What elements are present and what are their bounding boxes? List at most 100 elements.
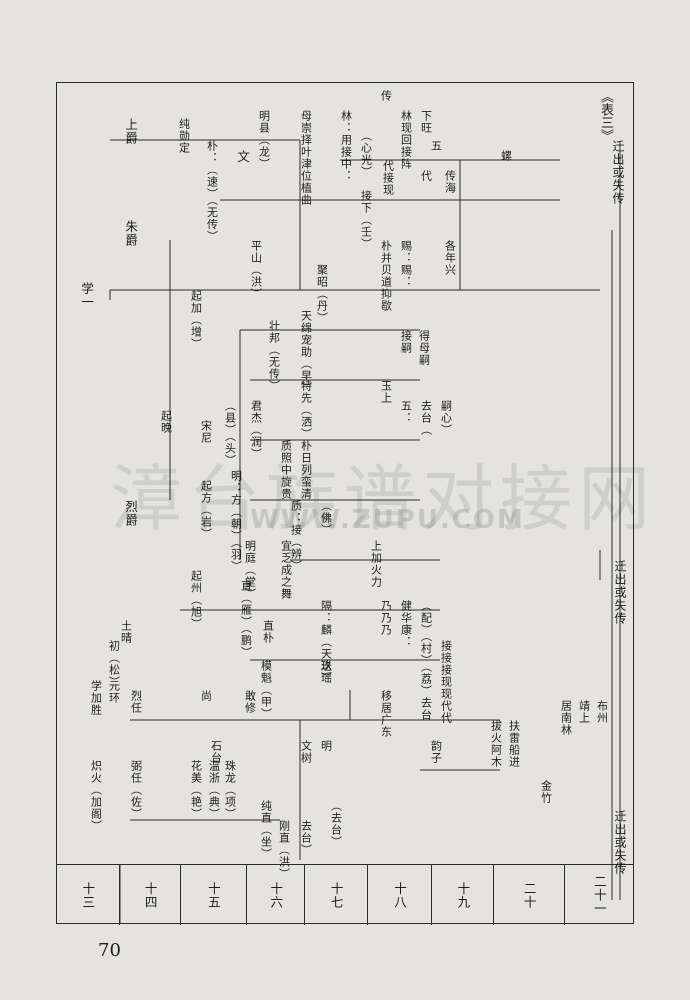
node: 明县（龙） — [257, 110, 271, 170]
migration-note: 迁出或失传 — [611, 140, 625, 205]
node: 玖瑶 — [319, 660, 333, 684]
node: 起州（旭） — [189, 570, 203, 630]
node: 金竹 — [539, 780, 553, 804]
node: 花美（艳） — [189, 760, 203, 820]
node: 烈爵 — [123, 500, 139, 527]
node: 嗣心） — [439, 400, 453, 436]
node: 文 — [235, 150, 251, 164]
node: 直朴 — [261, 620, 275, 644]
gen-cell: 十七 — [305, 865, 368, 925]
gen-label: 二十 — [521, 881, 537, 909]
page-number: 70 — [98, 940, 121, 961]
node: 拔火阿木 — [489, 720, 503, 768]
node: 温浙（典） — [207, 760, 221, 820]
gen-cell: 二十一 — [565, 865, 634, 925]
node: 扶雷船进 — [507, 720, 521, 768]
node: 接接接现现代代 — [439, 640, 453, 724]
node: （心光） — [359, 130, 373, 178]
node: 赐：赐： — [399, 240, 413, 288]
node: （县）（头） — [223, 400, 237, 467]
node: 朴日列蛮清 — [299, 440, 313, 500]
node: 平山（洪） — [249, 240, 263, 300]
node: 起晚 — [159, 410, 173, 434]
node: 布州 — [595, 700, 609, 724]
node: （佛） — [319, 500, 333, 536]
node: 五 — [429, 140, 443, 152]
node: 特先（洒） — [299, 380, 313, 440]
node: 朱爵 — [123, 220, 139, 247]
node: 靖上 — [577, 700, 591, 724]
node: 代 — [419, 170, 433, 182]
node: 炽火（加阁） — [89, 760, 103, 832]
node: 文树 — [299, 740, 313, 764]
node: 起加（增） — [189, 290, 203, 350]
node: 模魁（甲） — [259, 660, 273, 720]
node: （配）（村）（荔）去台 — [419, 600, 433, 721]
node: 尚 — [199, 690, 213, 702]
watermark-en: WWW.ZUPU.COM — [250, 505, 525, 535]
node: 乃乃乃 — [379, 600, 393, 636]
node: 纯直（坐） — [259, 800, 273, 860]
node: 宋尼 — [199, 420, 213, 444]
node: 上加火力 — [369, 540, 383, 588]
node: 接嗣 — [399, 330, 413, 354]
node: 朴：（速）（无传） — [205, 140, 219, 243]
genealogy-table-frame — [56, 82, 634, 924]
node: 朴并贝道抑歇 — [379, 240, 393, 312]
node: 石台 — [209, 740, 223, 764]
node: 质照中旋贵 — [279, 440, 293, 500]
gen-label: 二十一 — [591, 874, 607, 916]
node: 初（松） — [107, 640, 121, 688]
node: 纯勋定 — [177, 118, 191, 154]
node: 韵子 — [429, 740, 443, 764]
node: 聚昭（丹） — [315, 264, 329, 324]
node: 宜乏成之舞 — [279, 540, 293, 600]
node: 林现回接阵 — [399, 110, 413, 170]
node: 烈任 — [129, 690, 143, 714]
node: 起方（岩） — [199, 480, 213, 540]
generation-band: 十三 十四 十五 十六 十七 十八 十九 二十 二十一 — [56, 864, 634, 925]
node: 直（雁）（鹏） — [239, 580, 253, 659]
node: 隔：麟（天送） — [319, 600, 333, 684]
node: 壮邦（无传） — [267, 320, 281, 392]
gen-label: 十四 — [142, 881, 158, 909]
node: 健华康： — [399, 600, 413, 648]
node: 母崇择叶津位植曲 — [299, 110, 313, 206]
node: 明 — [319, 740, 333, 752]
node: 林：用接中： — [339, 110, 353, 182]
gen-cell: 十九 — [432, 865, 495, 925]
node: 弼任（佐） — [129, 760, 143, 820]
node-root: 学一 — [79, 282, 95, 309]
node: 传 — [379, 90, 393, 102]
gen-cell: 十八 — [368, 865, 433, 925]
gen-label: 十三 — [80, 881, 96, 909]
gen-label: 十五 — [205, 881, 221, 909]
node: 君杰（润） — [249, 400, 263, 460]
node: 接下（壬） — [359, 190, 373, 250]
node: （去台） — [329, 800, 343, 848]
node: 质：接（辨） — [289, 500, 303, 572]
node: 五： — [399, 400, 413, 424]
node: 传海 — [443, 170, 457, 194]
node: 螺 — [499, 150, 513, 162]
migration-note: 迁出或失传 — [613, 560, 627, 625]
node: 玉上 — [379, 380, 393, 404]
gen-cell: 十五 — [181, 865, 248, 925]
node: 各年兴 — [443, 240, 457, 276]
node: 学加胜 — [89, 680, 103, 716]
table-title: 《表三》 — [598, 90, 613, 142]
node: 天绵宠助（早） — [299, 310, 313, 394]
node: 土晴 — [119, 620, 133, 644]
gen-label: 十九 — [455, 881, 471, 909]
node: 代接现 — [381, 160, 395, 196]
gen-cell: 二十 — [494, 865, 565, 925]
gen-cell: 十六 — [247, 865, 306, 925]
gen-cell: 十四 — [120, 865, 181, 925]
node: 敢修 — [243, 690, 257, 714]
node: 珠龙（项） — [223, 760, 237, 820]
node: 下旺 — [419, 110, 433, 134]
node: 刚直（洪） — [277, 820, 291, 880]
node: 去台（ — [419, 400, 433, 436]
